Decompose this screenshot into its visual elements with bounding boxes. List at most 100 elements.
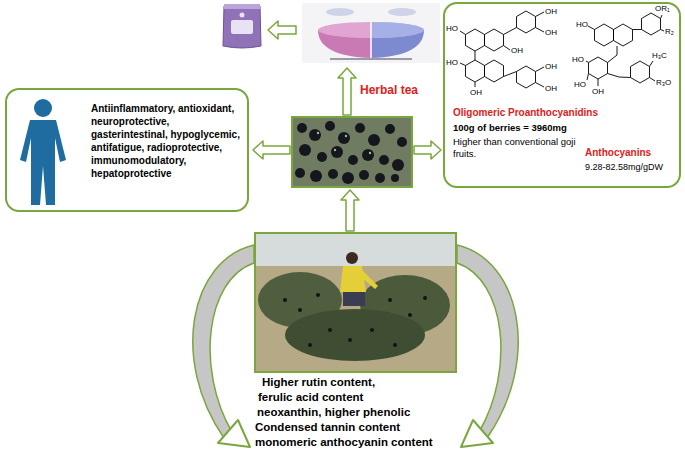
person-arm: [360, 270, 378, 289]
drawing-part: [588, 13, 664, 46]
shrub-berries: [283, 293, 427, 347]
effects-text: Antiinflammatory, antioxidant, neuroprot…: [91, 102, 243, 180]
atom-label: HO: [446, 24, 458, 33]
atom-label: HO: [576, 20, 588, 29]
drawing-part: [504, 46, 511, 51]
drawing-part: [661, 15, 663, 19]
drawing-part: [328, 169, 338, 179]
drawing-part: [375, 173, 385, 183]
property-note: monomeric anthocyanin content: [255, 436, 433, 450]
atom-label: OH: [545, 62, 557, 71]
atom-label: OR₁: [655, 4, 670, 13]
tea-bag: [223, 6, 261, 48]
herbal-tea-picture: [302, 3, 440, 63]
field-photo: [255, 233, 456, 372]
drawing-part: [536, 12, 545, 17]
drawing-part: [325, 121, 335, 131]
photo-frame: [255, 233, 456, 372]
picture-label: Herbal tea: [360, 83, 440, 97]
drawing-part: [595, 24, 614, 46]
person-head: [346, 252, 358, 264]
drawing-part: [536, 67, 545, 72]
drawing-part: [368, 134, 380, 146]
drawing-part: [661, 30, 665, 32]
drawing-part: [589, 57, 608, 79]
arrow-left: [268, 21, 296, 39]
effects-box: Antiinflammatory, antioxidant, neuroprot…: [5, 88, 249, 212]
curved-arrows: [193, 245, 518, 447]
drawing-part: [517, 11, 536, 33]
drawing-part: [316, 293, 320, 297]
drawing-part: [299, 144, 311, 156]
caption-strip: [330, 58, 412, 60]
atom-label: OH: [545, 7, 557, 16]
tea-sign: [388, 8, 416, 16]
atom-label: H₃C: [652, 51, 667, 60]
drawing-part: [317, 132, 319, 134]
drawing-part: [298, 308, 302, 312]
arrow-left: [253, 141, 290, 159]
drawing-part: [517, 66, 536, 88]
drawing-part: [359, 170, 369, 180]
drawing-part: [423, 296, 427, 300]
drawing-part: [504, 28, 517, 35]
drawing-part: [408, 313, 412, 317]
drawing-part: [348, 155, 358, 165]
tea-surface: [371, 22, 424, 38]
atom-label: OH: [511, 46, 523, 55]
drawing-part: [388, 298, 392, 302]
drawing-part: [587, 74, 589, 81]
drawing-part: [466, 60, 485, 82]
atom-label: OH: [470, 88, 482, 97]
drawing-part: [650, 78, 656, 82]
drawing-part: [309, 129, 321, 141]
body: [20, 120, 66, 205]
bush: [285, 309, 425, 361]
drawing-part: [536, 28, 545, 33]
drawing-part: [362, 149, 374, 161]
arrow-right: [414, 141, 441, 159]
property-note: Higher rutin content,: [262, 376, 375, 390]
hollow-arrows: [253, 21, 441, 231]
atom-label: OH: [545, 84, 557, 93]
drawing-part: [317, 152, 327, 162]
drawing-part: [536, 83, 545, 88]
drawing-part: [485, 60, 504, 82]
drawing-part: [504, 72, 517, 77]
drawing-part: [385, 124, 395, 134]
drawing-part: [466, 29, 485, 51]
tea-bag-picture: [223, 4, 261, 48]
drawing-part: [310, 170, 322, 182]
drawing-part: [328, 328, 332, 332]
drawing-part: [650, 61, 654, 67]
drawing-part: [475, 51, 476, 60]
atom-label: HO: [574, 80, 586, 89]
drawing-part: [342, 172, 354, 184]
drawing-part: [475, 82, 476, 87]
atom-label: HO: [446, 58, 458, 67]
drawing-part: [345, 135, 347, 137]
drawing-part: [331, 146, 343, 158]
drawing-part: [392, 159, 404, 171]
property-note: Condensed tannin content: [255, 421, 400, 435]
property-note: neoxanthin, higher phenolic: [257, 406, 410, 420]
arrow-up: [338, 68, 356, 115]
berries-picture: [292, 117, 412, 187]
human-silhouette: [20, 99, 66, 205]
atom-label: HO: [572, 55, 584, 64]
herbal-tea-node: Herbal tea: [300, 0, 445, 104]
drawing-part: [283, 298, 287, 302]
curved-arrow-body: [457, 245, 518, 438]
berries: [295, 121, 407, 184]
drawing-part: [460, 63, 466, 66]
tea-bag-seal: [224, 4, 260, 9]
compound-heading: Anthocyanins: [585, 147, 675, 159]
drawing-part: [608, 46, 618, 63]
arrow-up: [341, 190, 359, 231]
atom-label: OH: [592, 87, 604, 96]
drawing-part: [348, 338, 352, 342]
content-value: 100g of berries = 3960mg: [453, 122, 633, 134]
berries-frame: [292, 117, 412, 187]
tea-photo-ground: [302, 3, 440, 63]
